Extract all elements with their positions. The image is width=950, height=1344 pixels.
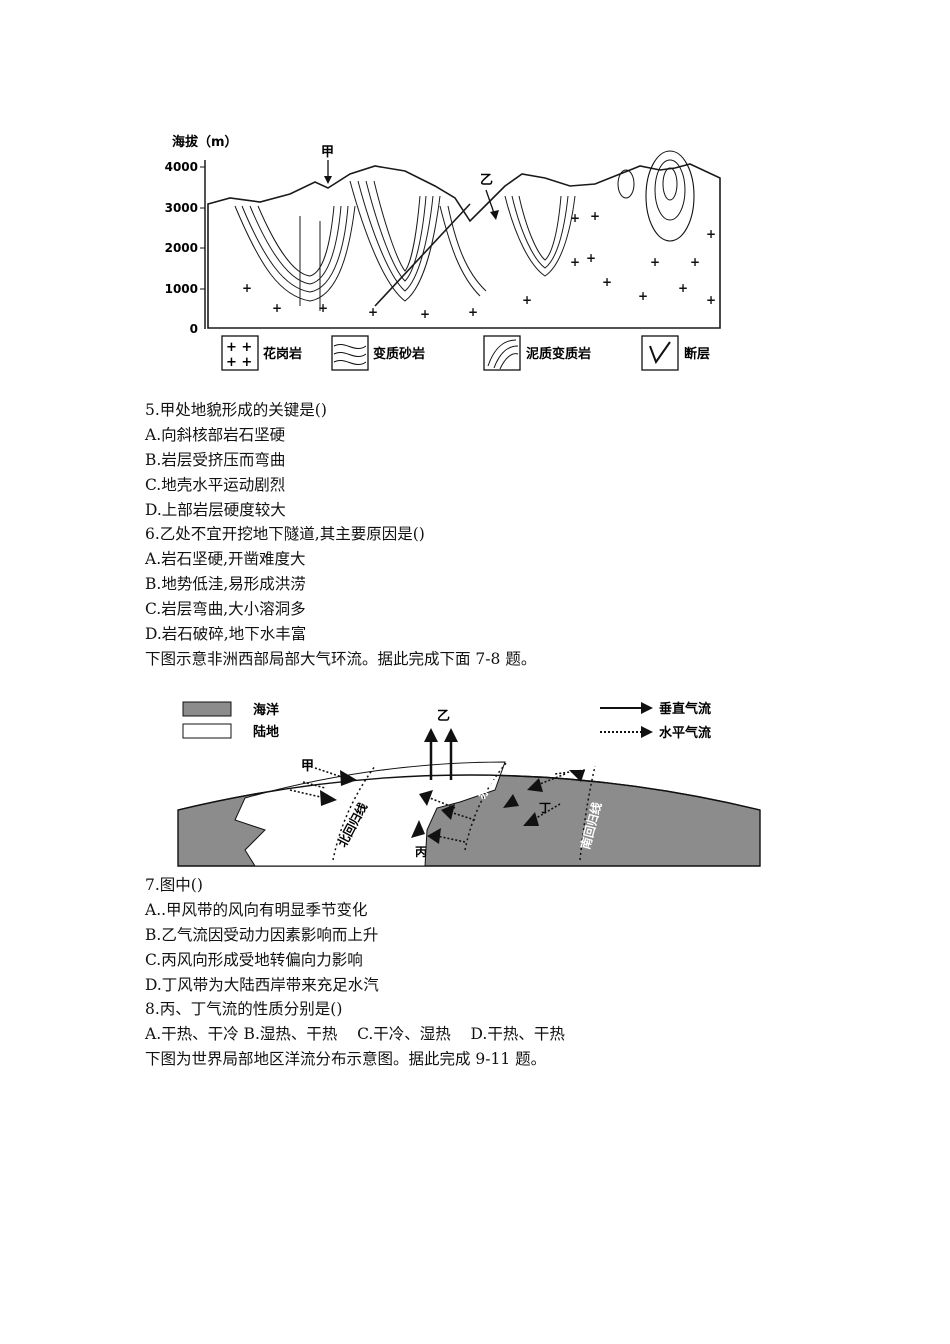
legend-vertical-label: 垂直气流 — [659, 701, 711, 717]
land-swatch — [182, 723, 232, 739]
question-8-stem: 8.丙、丁气流的性质分别是() — [145, 1000, 343, 1019]
y-axis-label: 海拔（m） — [172, 134, 238, 150]
question-5-option-b: B.岩层受挤压而弯曲 — [145, 450, 286, 469]
svg-text:+ +: + + — [226, 355, 252, 370]
svg-text:+: + — [468, 305, 478, 319]
vertical-flow-arrow-icon — [641, 702, 653, 714]
question-7-option-c: C.丙风向形成受地转偏向力影响 — [145, 950, 363, 969]
point-jia-label: 甲 — [321, 145, 334, 160]
question-6-option-a: A.岩石坚硬,开凿难度大 — [145, 550, 306, 569]
question-5-option-c: C.地壳水平运动剧烈 — [145, 475, 286, 494]
question-7-option-b: B.乙气流因受动力因素影响而上升 — [145, 925, 379, 944]
question-8-options: A.干热、干冷 B.湿热、干热 C.干冷、湿热 D.干热、干热 — [145, 1025, 565, 1044]
label-yi: 乙 — [437, 709, 450, 724]
legend-granite-label: 花岗岩 — [263, 346, 302, 362]
svg-text:+: + — [522, 293, 532, 307]
y-tick-0: 0 — [190, 322, 198, 336]
legend-fault: 断层 — [641, 335, 710, 371]
legend-pelitic-metamorphic-label: 泥质变质岩 — [526, 346, 591, 362]
svg-text:+: + — [638, 289, 648, 303]
metamorphic-sandstone-pattern-icon — [333, 344, 367, 366]
question-5-option-d: D.上部岩层硬度较大 — [145, 500, 286, 519]
y-tick-4000: 4000 — [165, 160, 198, 174]
point-yi-label: 乙 — [480, 173, 493, 188]
legend-ocean-label: 海洋 — [253, 702, 279, 718]
question-7-option-a: A..甲风带的风向有明显季节变化 — [145, 900, 368, 919]
rising-arrow-icon — [444, 728, 458, 742]
question-6-option-b: B.地势低洼,易形成洪涝 — [145, 575, 306, 594]
svg-text:+: + — [586, 251, 596, 265]
label-bing: 丙 — [415, 845, 427, 859]
fault-pattern-icon — [649, 341, 671, 365]
section-intro-9-11: 下图为世界局部地区洋流分布示意图。据此完成 9-11 题。 — [145, 1050, 547, 1069]
svg-text:+: + — [650, 255, 660, 269]
question-6-option-d: D.岩石破碎,地下水丰富 — [145, 625, 307, 644]
legend-granite: + + + + 花岗岩 — [221, 335, 302, 371]
question-6-stem: 6.乙处不宜开挖地下隧道,其主要原因是() — [145, 525, 425, 544]
y-tick-3000: 3000 — [165, 201, 198, 215]
svg-text:+: + — [368, 305, 378, 319]
question-6-option-c: C.岩层弯曲,大小溶洞多 — [145, 600, 306, 619]
svg-text:+: + — [690, 255, 700, 269]
svg-text:+: + — [706, 293, 716, 307]
geologic-section-figure: 海拔（m） 4000 3000 2000 1000 0 — [150, 126, 740, 378]
question-7-stem: 7.图中() — [145, 876, 203, 894]
svg-text:+: + — [318, 301, 328, 315]
section-intro-7-8: 下图示意非洲西部局部大气环流。据此完成下面 7-8 题。 — [145, 649, 537, 668]
rising-arrow-icon — [424, 728, 438, 742]
legend-fault-label: 断层 — [684, 346, 710, 362]
svg-text:+: + — [602, 275, 612, 289]
question-5-stem: 5.甲处地貌形成的关键是() — [145, 401, 327, 419]
y-tick-1000: 1000 — [165, 282, 198, 296]
svg-text:+: + — [570, 211, 580, 225]
fault-line — [374, 203, 471, 307]
questions-block-1: 5.甲处地貌形成的关键是() A.向斜核部岩石坚硬 B.岩层受挤压而弯曲 C.地… — [145, 398, 536, 672]
question-5-option-a: A.向斜核部岩石坚硬 — [145, 425, 286, 444]
svg-text:+: + — [590, 209, 600, 223]
legend-pelitic-metamorphic: 泥质变质岩 — [483, 335, 591, 371]
pelitic-metamorphic-pattern-icon — [487, 339, 519, 370]
legend-metamorphic-sandstone: 变质砂岩 — [331, 335, 425, 371]
questions-block-2: 7.图中() A..甲风带的风向有明显季节变化 B.乙气流因受动力因素影响而上升… — [145, 873, 565, 1072]
label-ding: 丁 — [539, 801, 551, 815]
legend-metamorphic-sandstone-label: 变质砂岩 — [373, 346, 425, 362]
y-tick-2000: 2000 — [165, 241, 198, 255]
granite-pattern-icon: + + — [226, 340, 252, 355]
svg-text:+: + — [570, 255, 580, 269]
question-7-option-d: D.丁风带为大陆西岸带来充足水汽 — [145, 975, 379, 994]
label-jia: 甲 — [301, 759, 314, 774]
ocean-swatch — [182, 701, 232, 717]
svg-text:+: + — [272, 301, 282, 315]
svg-text:+: + — [242, 281, 252, 295]
legend-land-label: 陆地 — [253, 724, 279, 740]
legend-horizontal-label: 水平气流 — [659, 725, 711, 741]
svg-text:+: + — [706, 227, 716, 241]
svg-text:+: + — [420, 307, 430, 321]
horizontal-flow-arrow-icon — [641, 726, 653, 738]
atmospheric-circulation-figure: 海洋 陆地 垂直气流 水平气流 北回归线 赤道 南回归线 乙 甲 丙 — [175, 690, 765, 870]
svg-text:+: + — [678, 281, 688, 295]
